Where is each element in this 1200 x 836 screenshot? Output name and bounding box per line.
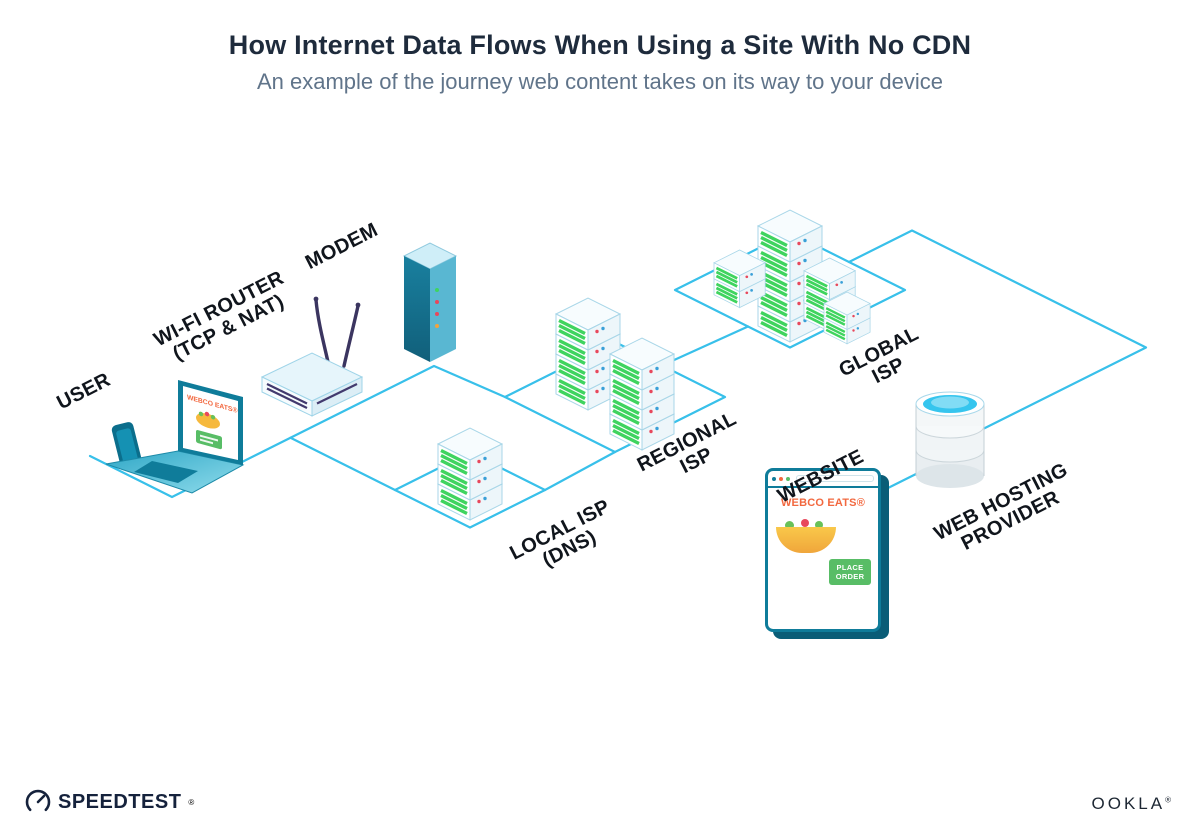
line-global-to-hosting: [847, 229, 1148, 430]
global-isp-platform: [673, 231, 907, 349]
taco-illustration: [776, 519, 836, 553]
modem-led: [435, 288, 439, 292]
place-order-button: PLACE ORDER: [829, 559, 871, 585]
local-isp-servers-illustration: [436, 426, 504, 522]
line-branch-to-local-isp: [289, 436, 397, 492]
line-local-to-regional: [543, 450, 617, 492]
browser-topbar: [768, 471, 878, 488]
phone-icon: [111, 422, 143, 470]
connection-lines: [88, 229, 1148, 529]
browser-dot-icon: [786, 476, 790, 481]
browser-dot-icon: [779, 476, 783, 481]
router-antenna-icon: [342, 304, 360, 368]
wifi-router-illustration: [260, 296, 364, 417]
ookla-trademark: ®: [1165, 795, 1174, 805]
browser-address-bar: [796, 475, 874, 482]
modem-illustration: [402, 242, 458, 362]
web-hosting-db-illustration: [915, 391, 985, 488]
browser-dot-icon: [772, 476, 776, 481]
line-user-to-modem: [88, 364, 507, 499]
regional-isp-servers-illustration: [554, 296, 676, 452]
speedtest-wordmark: SPEEDTEST: [58, 790, 182, 813]
modem-led: [435, 300, 439, 304]
speedtest-gauge-icon: [25, 789, 51, 812]
page-subtitle: An example of the journey web content ta…: [256, 69, 944, 94]
ookla-wordmark: OOKLA: [1091, 794, 1166, 813]
user-laptop-illustration: WEBCO EATS®: [105, 380, 245, 494]
website-browser-window: WEBCO EATS® PLACE ORDER: [765, 468, 881, 632]
speedtest-logo: SPEEDTEST ®: [25, 789, 194, 815]
header: How Internet Data Flows When Using a Sit…: [0, 30, 1200, 95]
laptop-trackpad: [134, 461, 198, 483]
line-regional-to-global: [660, 325, 750, 367]
modem-led: [435, 312, 439, 316]
website-brand-text: WEBCO EATS®: [780, 497, 866, 509]
speedtest-trademark: ®: [188, 797, 195, 807]
router-antenna-icon: [314, 298, 330, 364]
ookla-logo: OOKLA®: [1092, 794, 1175, 814]
modem-led: [435, 324, 439, 328]
page-title: How Internet Data Flows When Using a Sit…: [228, 30, 972, 60]
global-isp-servers-illustration: [712, 208, 872, 346]
laptop-order-button-icon: [196, 430, 222, 450]
